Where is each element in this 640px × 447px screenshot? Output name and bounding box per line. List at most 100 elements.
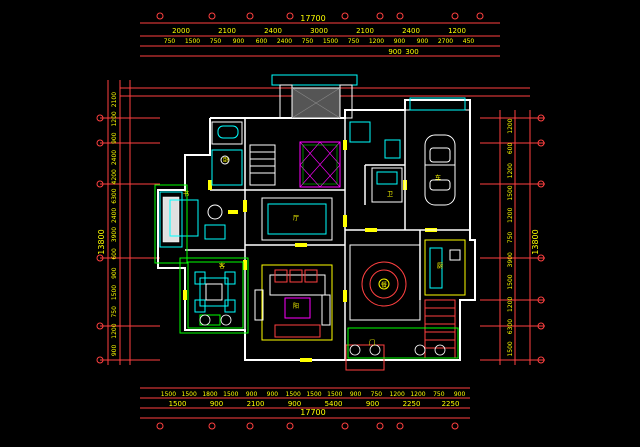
room-labels: 卧 书 客 厅 餐 厨 车 阳 卫 门 (183, 156, 443, 347)
right-dim-label-5: 750 (507, 232, 514, 244)
bottom-grid-bubbles (156, 422, 459, 430)
top-dim-row2-label-2: 750 (210, 38, 222, 45)
top-dim-row2-label-3: 900 (233, 38, 245, 45)
top-row3-label-a: 900 (388, 48, 401, 56)
top-row3-label-b: 300 (405, 48, 418, 56)
bottom-dim-row2-label-2: 2100 (247, 400, 265, 408)
right-dim-label-10: 1500 (507, 341, 514, 356)
left-dim-label-10: 1500 (111, 285, 118, 300)
right-dim-label-0: 1200 (507, 118, 514, 133)
right-dim-label-2: 1200 (507, 163, 514, 178)
right-dim-label-6: 3900 (507, 252, 514, 267)
left-dim-label-3: 2400 (111, 150, 118, 165)
right-dim-label-4: 1200 (507, 207, 514, 222)
room-label-bath: 卫 (387, 191, 393, 198)
top-dim-row1-label-1: 2100 (218, 27, 236, 35)
left-dim-label-7: 3900 (111, 227, 118, 242)
left-overall-dimension: 13800 (97, 229, 106, 254)
study-room (159, 191, 226, 248)
top-dim-row2-label-4: 600 (256, 38, 268, 45)
left-dimension-group (100, 80, 160, 365)
bottom-dim-row1-label-11: 1200 (390, 391, 405, 398)
bottom-dim-row1-label-6: 1500 (286, 391, 301, 398)
right-overall-dimension: 13800 (531, 229, 540, 254)
bottom-dim-row2-label-3: 900 (288, 400, 301, 408)
left-dim-label-1: 1200 (111, 111, 118, 126)
left-dim-label-8: 600 (111, 248, 118, 260)
room-label-dining: 餐 (381, 281, 387, 289)
left-dimension-labels: 2100120090024004200630024003900600900150… (111, 92, 118, 356)
hall-core (261, 197, 333, 241)
left-dim-label-11: 750 (111, 306, 118, 318)
bottom-dim-row2-label-4: 5400 (325, 400, 343, 408)
left-dim-label-6: 2400 (111, 208, 118, 223)
left-dim-label-12: 1200 (111, 323, 118, 338)
bottom-dim-row1-label-3: 1500 (223, 391, 238, 398)
left-dim-label-13: 900 (111, 344, 118, 356)
top-dim-row2-label-7: 1500 (323, 38, 338, 45)
right-dim-label-8: 1200 (507, 296, 514, 311)
top-dim-row2-label-12: 2700 (438, 38, 453, 45)
top-dim-row2-label-0: 750 (164, 38, 176, 45)
room-label-door: 门 (369, 339, 375, 347)
top-dim-row2-label-11: 900 (417, 38, 429, 45)
plant-pots (199, 314, 446, 356)
top-dim-row1-label-2: 2400 (264, 27, 282, 35)
right-dim-label-3: 1500 (507, 185, 514, 200)
bathroom (211, 121, 243, 186)
top-dim-row1-label-0: 2000 (172, 27, 190, 35)
top-overall-dimension: 17700 (300, 14, 325, 23)
left-grid-bubbles (96, 114, 104, 364)
left-dim-label-5: 6300 (111, 188, 118, 203)
left-dim-label-0: 2100 (111, 92, 118, 107)
bottom-dim-row1-label-7: 1500 (306, 391, 321, 398)
kitchen (424, 239, 466, 296)
top-dim-row2-label-6: 750 (302, 38, 314, 45)
right-dim-label-1: 600 (507, 142, 514, 154)
bottom-dim-row1-label-0: 1500 (161, 391, 176, 398)
bottom-dim-row1-label-8: 1500 (327, 391, 342, 398)
top-dim-row1-label-3: 3000 (310, 27, 328, 35)
room-label-living: 厅 (293, 215, 299, 222)
bottom-dim-row1-label-4: 900 (246, 391, 258, 398)
top-dim-row2-label-5: 2400 (277, 38, 292, 45)
top-dim-row2-label-1: 1500 (185, 38, 200, 45)
bottom-dim-row1-label-5: 900 (267, 391, 279, 398)
wall-accent-marks (183, 140, 437, 362)
bottom-overall-dimension: 17700 (300, 408, 325, 417)
top-dim-row2-label-13: 450 (463, 38, 475, 45)
terrace-outlines (154, 184, 459, 359)
garage (404, 97, 471, 231)
bottom-dim-row2-label-7: 2250 (442, 400, 460, 408)
top-dim-row2-label-8: 750 (348, 38, 360, 45)
bottom-dim-row2-label-1: 900 (210, 400, 223, 408)
bottom-dim-row1-label-2: 1800 (202, 391, 217, 398)
top-grid-bubbles (156, 12, 484, 20)
room-label-bedroom: 卧 (223, 156, 229, 164)
right-dim-label-9: 6300 (507, 319, 514, 334)
left-dim-label-4: 4200 (111, 169, 118, 184)
dining-table (349, 244, 421, 321)
room-label-kitchen: 厨 (437, 263, 443, 270)
room-label-guest: 客 (219, 262, 225, 270)
bottom-dim-row1-label-9: 900 (350, 391, 362, 398)
right-dimension-group (480, 110, 545, 365)
top-dim-row2-label-10: 900 (394, 38, 406, 45)
right-grid-bubbles (537, 114, 545, 364)
right-dimension-labels: 1200 600 1200 1500 1200 750 3900 1500 1200 6300 15… (507, 118, 514, 356)
upper-stairs (249, 144, 276, 186)
bottom-dim-row2-label-0: 1500 (169, 400, 187, 408)
bottom-dim-row2-label-6: 2250 (403, 400, 421, 408)
right-dim-label-7: 1500 (507, 274, 514, 289)
top-dim-row1-label-6: 1200 (448, 27, 466, 35)
bottom-dim-row1-label-13: 750 (433, 391, 445, 398)
car-icon (424, 134, 456, 206)
interior-walls (185, 110, 470, 360)
foyer-tiles (299, 141, 341, 188)
exterior-walls (157, 99, 476, 361)
